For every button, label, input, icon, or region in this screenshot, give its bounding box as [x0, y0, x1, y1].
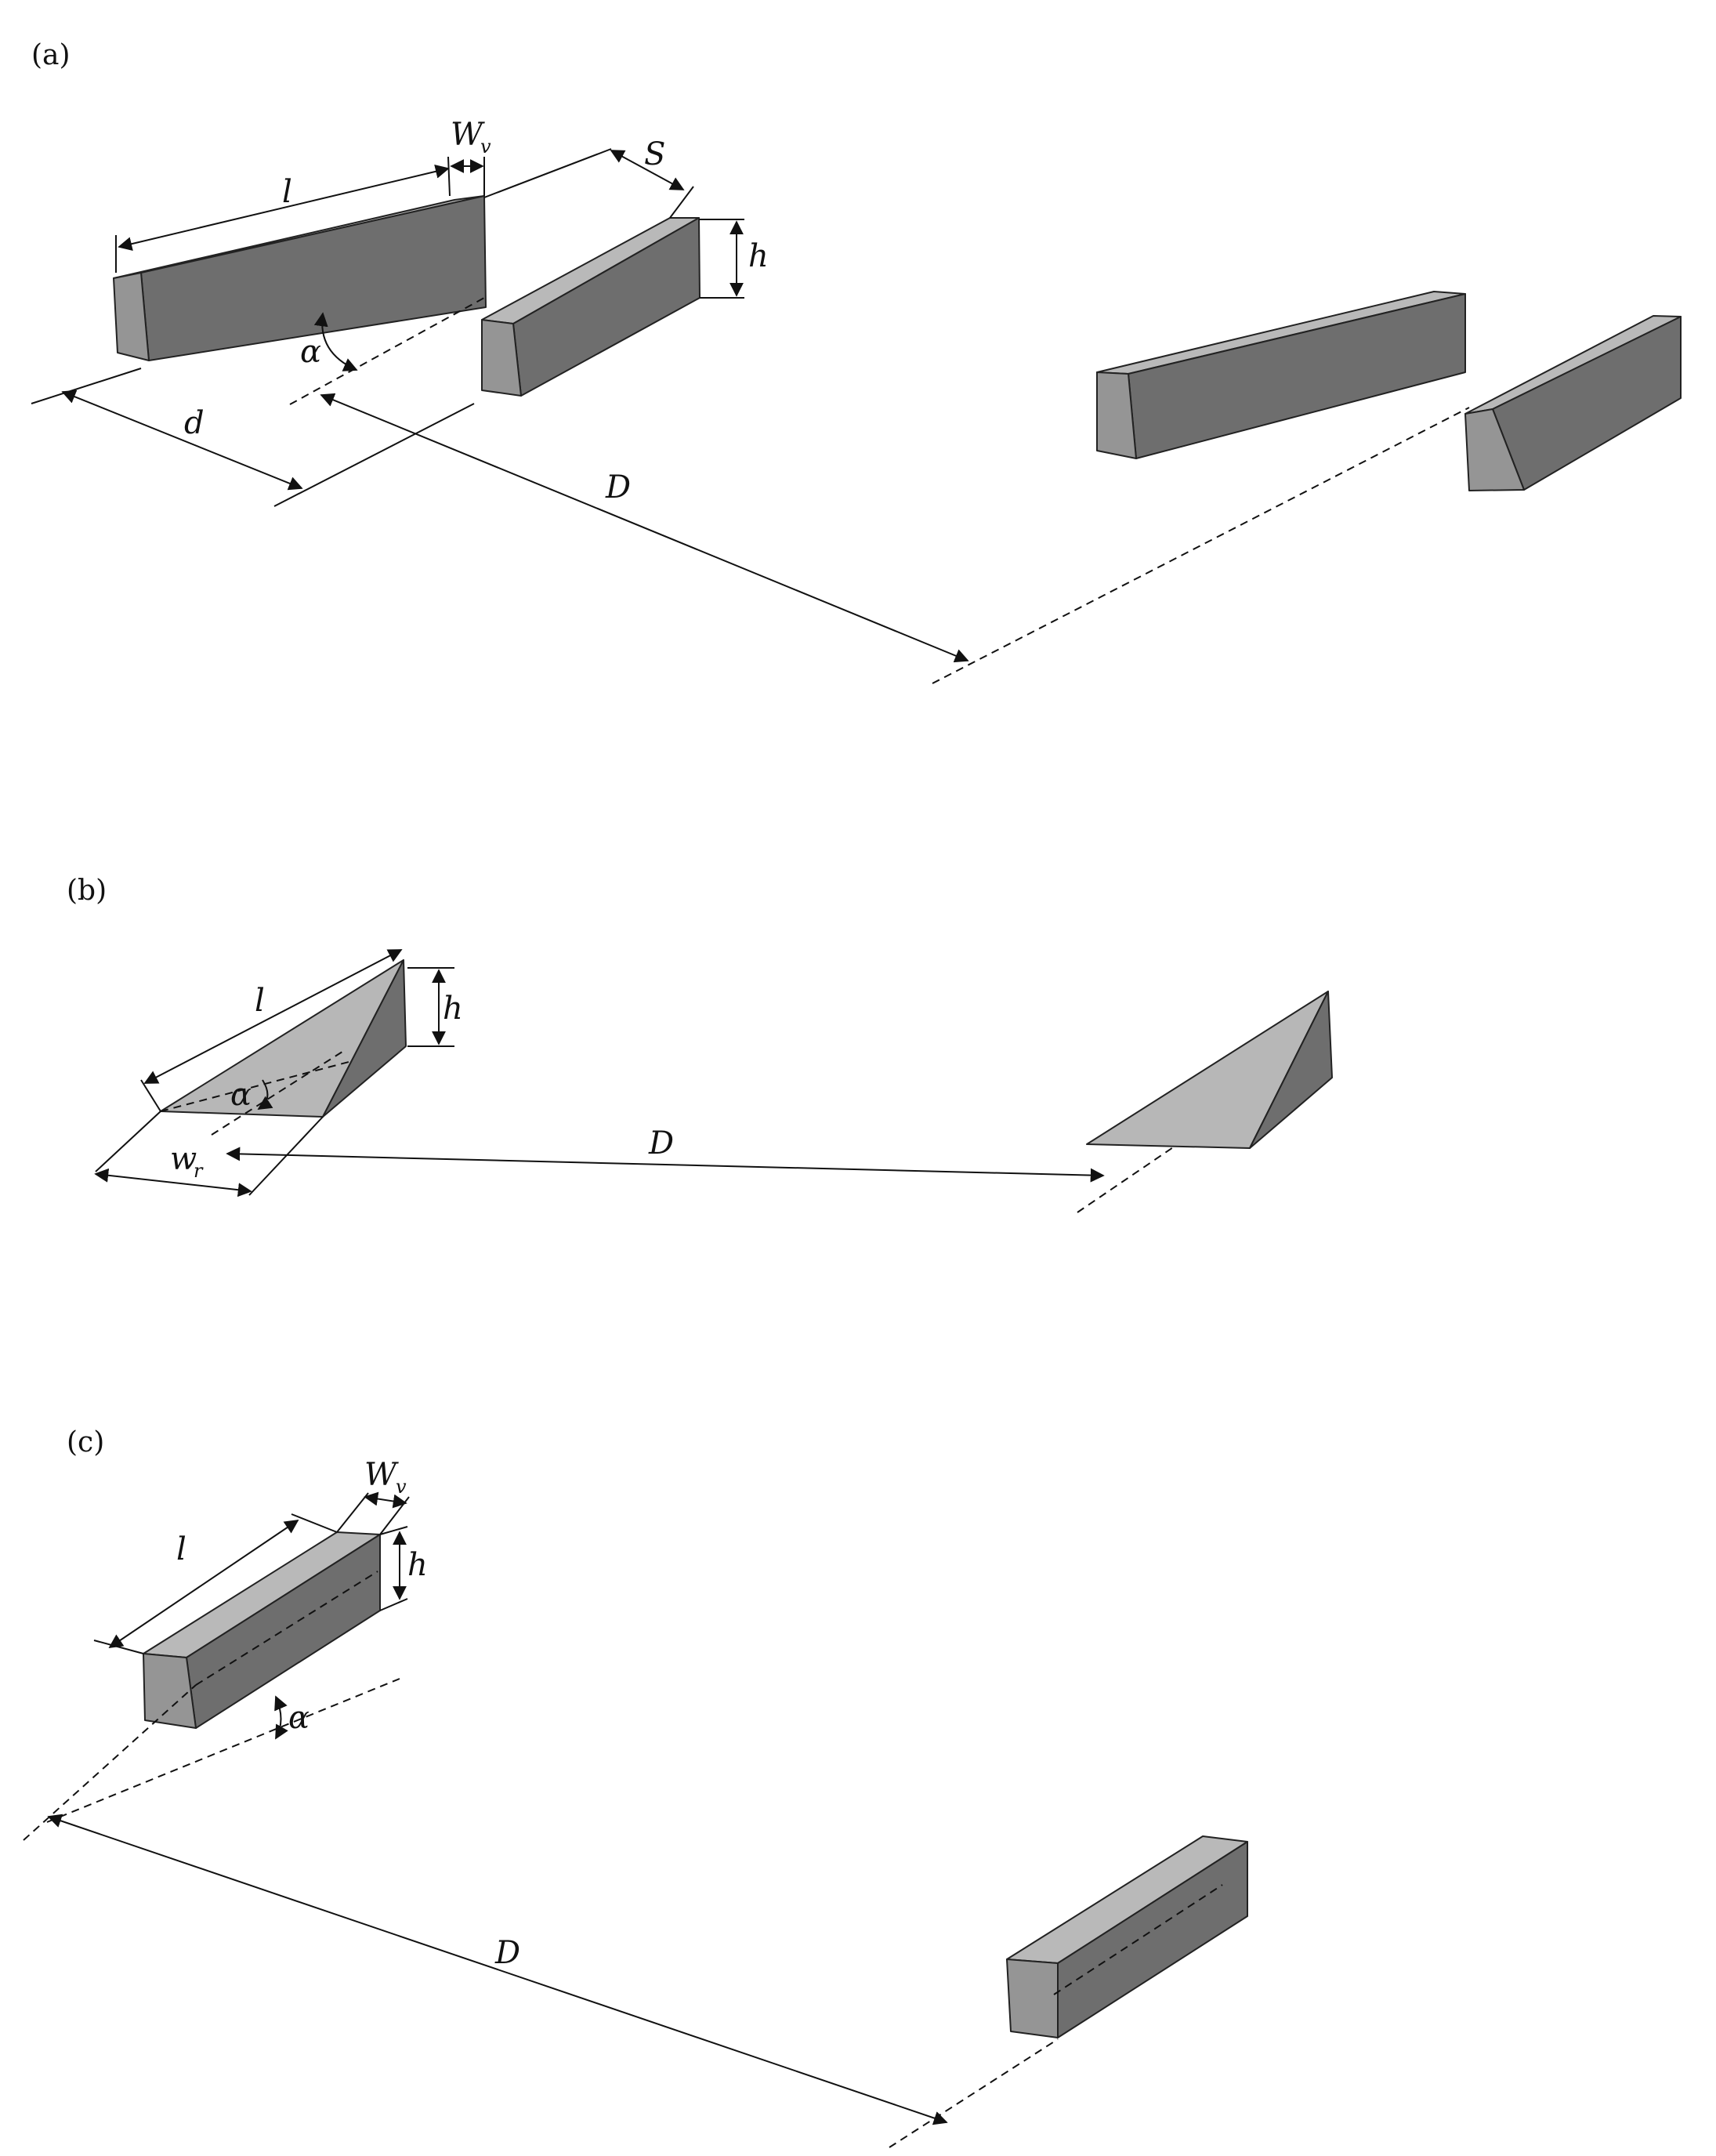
dim-wr-arrow: [94, 1168, 252, 1198]
dim-s-arrow: [610, 150, 685, 190]
dim-wr-label: w: [170, 1141, 197, 1177]
ramp-triangle-1: [160, 959, 407, 1136]
dim-d-label: d: [184, 405, 205, 441]
angle-alpha-label-b: α: [230, 1077, 252, 1113]
dim-wv-arrow-c: [364, 1491, 407, 1509]
dim-l-arrow: [118, 164, 450, 252]
vane-block-3: [1096, 291, 1466, 459]
vane-block-2: [481, 217, 701, 397]
dim-h-label-c: h: [407, 1547, 428, 1583]
dim-l-label-b: l: [255, 983, 265, 1019]
dim-D-arrow-b: [226, 1147, 1105, 1183]
dim-D-label: D: [605, 469, 631, 505]
panel-b-label: (b): [67, 875, 107, 907]
dim-D-label-c: D: [494, 1935, 520, 1971]
vane-block-c2: [1006, 1835, 1248, 2038]
dim-h-label: h: [748, 238, 769, 274]
dim-wr-subscript: r: [194, 1160, 204, 1182]
dim-D-label-b: D: [648, 1125, 674, 1161]
ramp-triangle-2: [1077, 991, 1333, 1213]
panel-c: (c) l W v h: [23, 1426, 1248, 2148]
dim-l-arrow-b: [143, 949, 403, 1084]
angle-alpha-label-c: α: [288, 1700, 310, 1736]
panel-a-label: (a): [31, 39, 71, 71]
dim-s-label: S: [644, 136, 665, 172]
dim-wv-label: W: [451, 117, 485, 153]
dim-d-arrow: [61, 390, 303, 491]
angle-alpha-arc-b: [257, 1079, 273, 1110]
panel-b: (b) l h α w r D: [67, 875, 1333, 1213]
vane-block-4: [1464, 315, 1682, 491]
dim-l-label: l: [282, 174, 292, 210]
dim-wv-label-c: W: [364, 1457, 399, 1493]
panel-c-label: (c): [67, 1426, 104, 1458]
dim-D-arrow-c: [47, 1814, 948, 2125]
angle-alpha-arc: [313, 312, 358, 371]
angle-alpha-label: α: [300, 334, 321, 370]
angle-alpha-arc-c: [274, 1695, 288, 1740]
panel-a: (a) l W v: [31, 39, 1682, 684]
dim-h-label-b: h: [443, 991, 463, 1027]
dim-l-arrow-c: [108, 1519, 299, 1649]
dim-wv-subscript-c: v: [396, 1476, 407, 1498]
dim-wv-subscript: v: [480, 136, 491, 158]
dim-D-arrow: [320, 393, 969, 663]
dim-l-label-c: l: [176, 1531, 186, 1567]
